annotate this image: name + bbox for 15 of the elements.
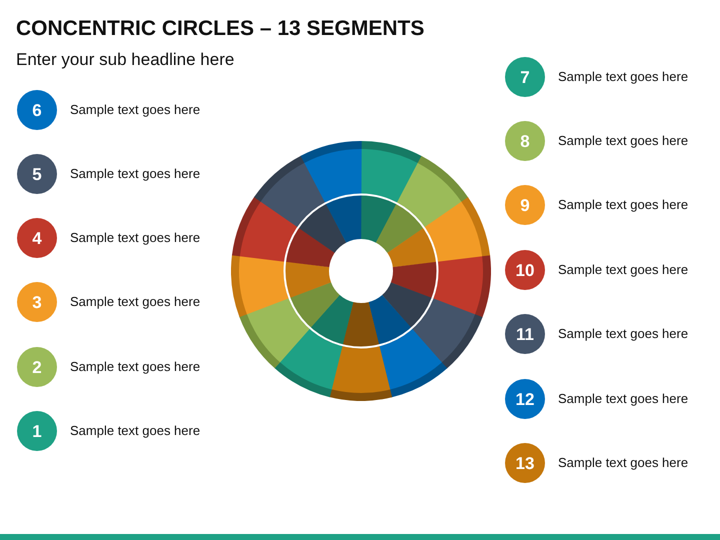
item-text: Sample text goes here [70,165,200,183]
item-text: Sample text goes here [558,261,688,279]
item-text: Sample text goes here [70,229,200,247]
item-text: Sample text goes here [558,325,688,343]
title: CONCENTRIC CIRCLES – 13 SEGMENTS [16,16,424,42]
item-text: Sample text goes here [70,358,200,376]
item-text: Sample text goes here [558,68,688,86]
item-text: Sample text goes here [558,132,688,150]
item-text: Sample text goes here [70,293,200,311]
item-text: Sample text goes here [558,390,688,408]
item-text: Sample text goes here [70,101,200,119]
subtitle: Enter your sub headline here [16,49,234,71]
item-text: Sample text goes here [558,454,688,472]
item-text: Sample text goes here [558,196,688,214]
item-text: Sample text goes here [70,422,200,440]
